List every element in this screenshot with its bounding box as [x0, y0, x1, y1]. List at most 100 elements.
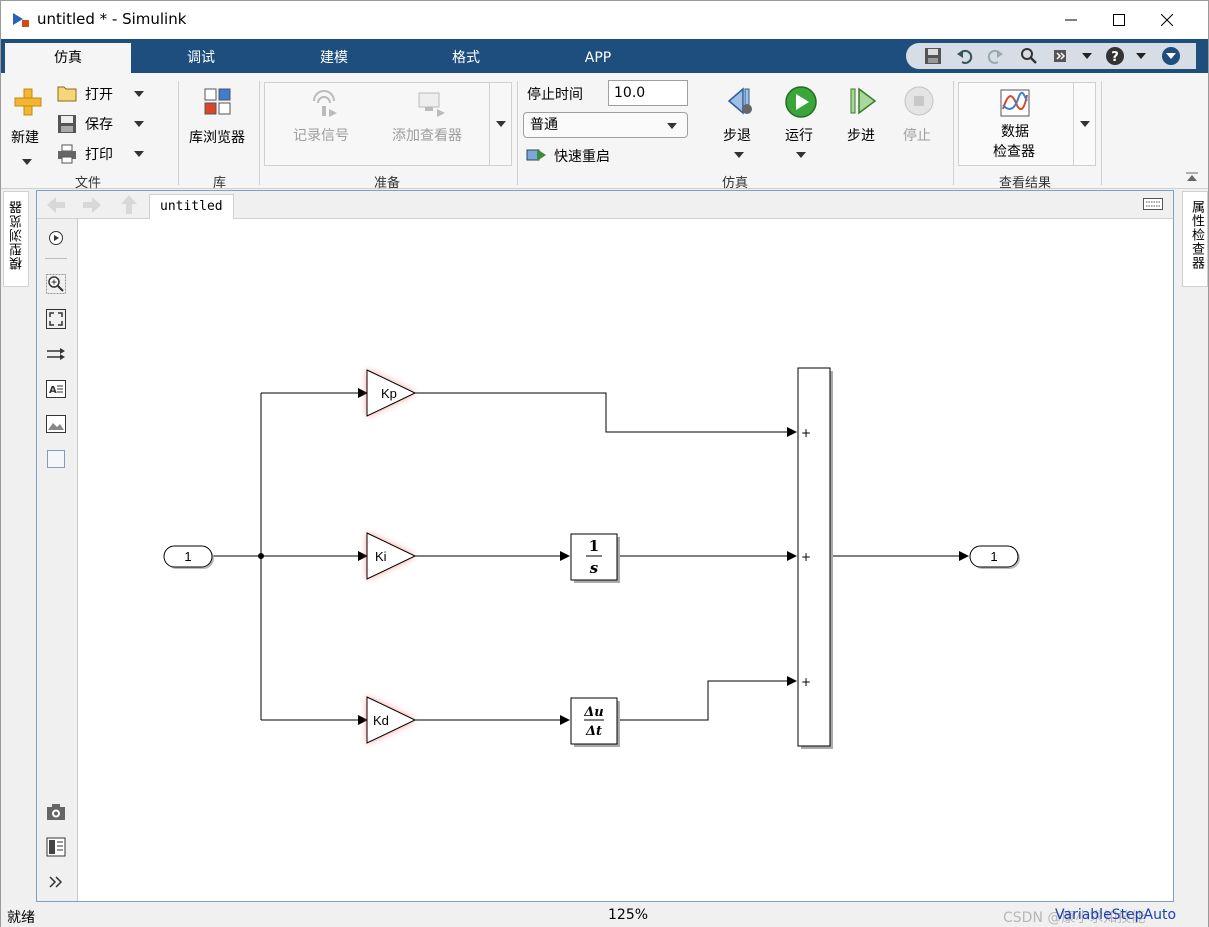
qat-more-button[interactable]: [1050, 46, 1072, 66]
open-button[interactable]: 打开: [57, 83, 149, 105]
signal-line[interactable]: [618, 676, 797, 721]
outport-label: 1: [990, 549, 997, 564]
sum-block[interactable]: + + +: [797, 367, 833, 749]
image-button[interactable]: [45, 413, 67, 435]
step-back-label: 步退: [723, 128, 751, 144]
annotation-icon: A: [46, 380, 66, 398]
help-button[interactable]: ?: [1104, 46, 1126, 66]
save-button[interactable]: 保存: [57, 113, 149, 135]
new-button[interactable]: 新建: [7, 81, 47, 169]
camera-icon: [47, 804, 65, 820]
close-button[interactable]: [1144, 1, 1190, 39]
maximize-icon: [1113, 14, 1125, 26]
run-label: 运行: [785, 128, 813, 144]
integrator-block[interactable]: 1 s: [570, 533, 620, 583]
signal-line[interactable]: [415, 392, 797, 437]
model-browser-label: 模型浏览器: [10, 200, 25, 270]
qat-redo-button[interactable]: [984, 46, 1006, 66]
fit-view-icon: [46, 309, 66, 329]
collapse-ribbon-button[interactable]: [1160, 46, 1182, 66]
data-inspector-icon: [1000, 89, 1030, 117]
review-results-gallery: 数据 检查器: [958, 82, 1096, 166]
qat-save-button[interactable]: [922, 46, 944, 66]
nav-forward-button[interactable]: [81, 195, 103, 215]
integrator-numerator: 1: [589, 537, 599, 555]
print-button[interactable]: 打印: [57, 143, 149, 165]
chevron-down-icon: [1082, 53, 1092, 59]
stop-label: 停止: [903, 128, 931, 144]
section-title-simulate: 仿真: [722, 176, 749, 191]
qat-more-dropdown[interactable]: [1076, 46, 1098, 66]
breadcrumb-untitled[interactable]: untitled: [149, 194, 234, 219]
simulation-mode-select[interactable]: 普通: [523, 112, 688, 138]
run-button[interactable]: 运行: [779, 83, 823, 167]
simulink-logo-icon: [13, 13, 29, 27]
data-inspector-button[interactable]: 数据 检查器: [959, 83, 1073, 165]
chevron-down-icon: [667, 123, 677, 129]
hide-show-explorer-button[interactable]: [45, 227, 67, 249]
inport-block[interactable]: 1: [163, 545, 214, 569]
property-grid-icon: [46, 837, 66, 857]
annotation-button[interactable]: A: [45, 378, 67, 400]
data-inspector-label-line1: 数据: [1001, 124, 1029, 140]
gain-block-kd[interactable]: Kd: [366, 696, 417, 744]
derivative-denominator: Δt: [585, 724, 602, 739]
prepare-gallery-expand[interactable]: [489, 83, 511, 165]
zoom-button[interactable]: [45, 273, 67, 295]
fast-restart-button[interactable]: 快速重启: [525, 145, 625, 167]
tab-apps[interactable]: APP: [584, 50, 612, 66]
direct-to-blocks-button[interactable]: [45, 343, 67, 365]
step-forward-button[interactable]: 步进: [841, 83, 885, 167]
outport-block[interactable]: 1: [969, 545, 1020, 569]
minimize-icon: [1065, 19, 1077, 21]
screenshot-button[interactable]: [45, 801, 67, 823]
expand-palette-button[interactable]: [45, 871, 67, 893]
stop-button[interactable]: 停止: [897, 83, 941, 167]
add-viewer-button[interactable]: 添加查看器: [387, 87, 477, 161]
search-icon: [1021, 48, 1037, 64]
section-divider: [517, 81, 518, 185]
maximize-button[interactable]: [1096, 1, 1142, 39]
qat-search-button[interactable]: [1018, 46, 1040, 66]
tab-debug[interactable]: 调试: [187, 50, 215, 66]
derivative-block[interactable]: Δu Δt: [570, 697, 620, 747]
fit-to-view-button[interactable]: [45, 308, 67, 330]
qat-undo-button[interactable]: [954, 46, 976, 66]
diagram-canvas[interactable]: 1 Kp Ki Kd: [77, 219, 1173, 901]
chevron-down-icon: [796, 152, 806, 158]
gain-kp-label: Kp: [381, 386, 397, 401]
nav-back-button[interactable]: [45, 195, 67, 215]
property-inspector-dock-tab[interactable]: 属性检查器: [1182, 191, 1208, 287]
nav-up-button[interactable]: [119, 194, 139, 216]
gain-block-ki[interactable]: Ki: [366, 532, 417, 580]
tab-format[interactable]: 格式: [452, 50, 480, 66]
folder-icon: [57, 86, 77, 102]
log-signals-icon: [313, 90, 337, 117]
zoom-level[interactable]: 125%: [608, 907, 649, 923]
stop-time-input[interactable]: 10.0: [608, 80, 688, 106]
run-icon: [785, 86, 817, 118]
step-back-button[interactable]: 步退: [717, 83, 761, 167]
model-browser-dock-tab[interactable]: 模型浏览器: [3, 191, 29, 287]
minimize-button[interactable]: [1048, 1, 1094, 39]
library-browser-button[interactable]: 库浏览器: [185, 83, 253, 167]
chevron-down-icon: [134, 91, 144, 97]
gain-block-kp[interactable]: Kp: [366, 369, 417, 417]
help-dropdown[interactable]: [1130, 46, 1152, 66]
section-divider: [259, 81, 260, 185]
derivative-numerator: Δu: [583, 705, 604, 720]
explorer-bar: untitled: [37, 191, 1173, 219]
solver-link[interactable]: VariableStepAuto: [1055, 907, 1177, 923]
log-signals-button[interactable]: 记录信号: [283, 87, 367, 161]
model-data-editor-button[interactable]: [45, 836, 67, 858]
tab-simulation[interactable]: 仿真: [5, 43, 131, 73]
open-label: 打开: [85, 87, 113, 103]
minimize-toolstrip-button[interactable]: [1184, 171, 1202, 187]
hide-explorer-bar-button[interactable]: [1143, 198, 1165, 212]
overflow-icon: [1054, 50, 1066, 62]
tab-modeling[interactable]: 建模: [320, 50, 348, 66]
section-divider: [1101, 81, 1102, 185]
area-button[interactable]: [45, 448, 67, 470]
review-gallery-expand[interactable]: [1073, 83, 1095, 165]
area-icon: [47, 450, 65, 468]
